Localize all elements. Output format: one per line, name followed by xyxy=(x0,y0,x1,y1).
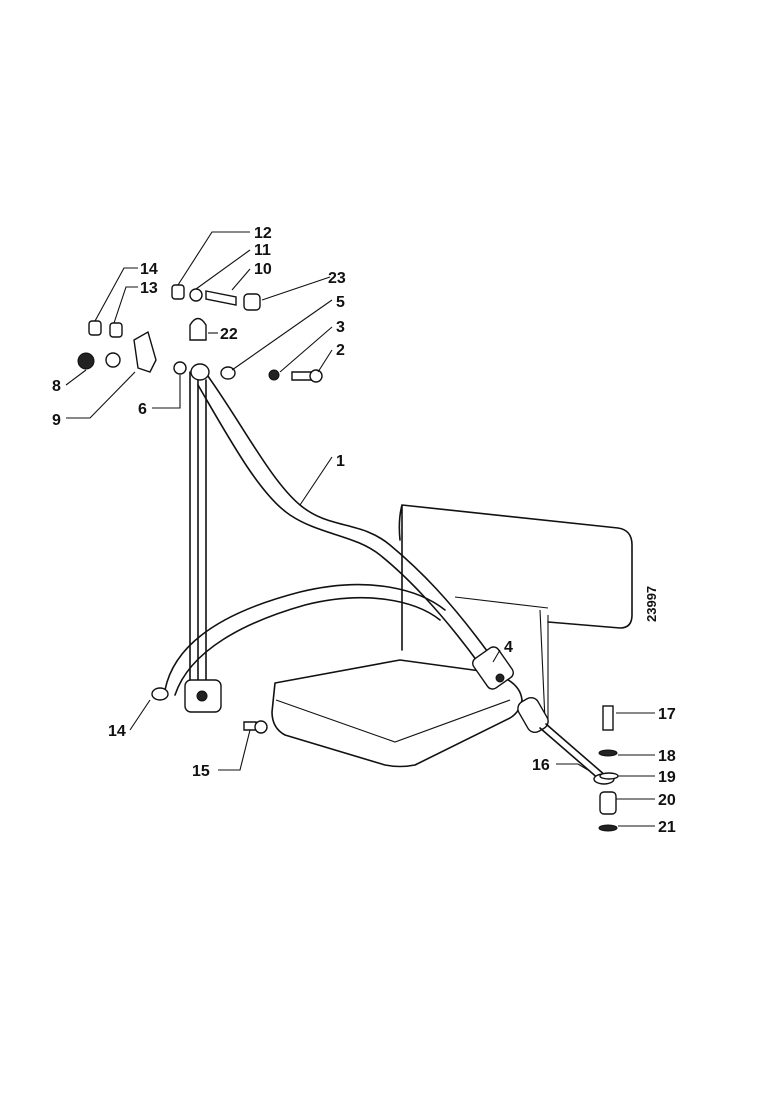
washer-19 xyxy=(599,772,619,780)
leader-10 xyxy=(231,268,251,291)
leader-23 xyxy=(261,276,331,301)
spacer-12 xyxy=(171,284,185,300)
shoulder-belt-edge-a xyxy=(204,371,491,656)
seat-cushion-edge xyxy=(275,699,511,743)
bolt-15-head xyxy=(254,720,268,734)
callout-16: 16 xyxy=(532,757,550,774)
washer-3 xyxy=(268,369,280,381)
leader-14a xyxy=(94,267,138,322)
washer-11 xyxy=(189,288,203,302)
buckle-cable xyxy=(539,723,607,781)
leader-15 xyxy=(218,729,251,771)
bolt-shank-2 xyxy=(291,371,313,381)
nut-8 xyxy=(77,352,95,370)
callout-18: 18 xyxy=(658,748,676,765)
spacer-6 xyxy=(173,361,187,375)
spacer-20 xyxy=(599,791,617,815)
upper-anchor-ring xyxy=(190,363,210,381)
callout-13: 13 xyxy=(140,280,158,297)
bracket-9 xyxy=(133,330,157,373)
callout-3: 3 xyxy=(336,319,345,336)
lap-belt-edge-b xyxy=(174,597,441,696)
lower-bolt-parts xyxy=(243,720,268,734)
callout-22: 22 xyxy=(220,326,238,343)
seat-backrest xyxy=(398,504,633,651)
shoulder-belt xyxy=(197,371,514,690)
leader-4 xyxy=(492,649,501,663)
leader-1 xyxy=(299,456,333,506)
callout-9: 9 xyxy=(52,412,61,429)
drawing-reference-number: 23997 xyxy=(644,586,659,622)
washer-18 xyxy=(598,749,618,757)
callout-5: 5 xyxy=(336,294,345,311)
leader-16 xyxy=(556,763,589,771)
leader-6 xyxy=(152,375,181,409)
washer-9 xyxy=(105,352,121,368)
seat-drawing xyxy=(271,504,633,768)
pillar xyxy=(184,371,222,713)
callout-14-top: 14 xyxy=(140,261,158,278)
leader-8 xyxy=(65,369,87,386)
callout-1: 1 xyxy=(336,453,345,470)
callout-14-bottom: 14 xyxy=(108,723,126,740)
leader-9 xyxy=(66,371,136,419)
spacer-14 xyxy=(88,320,102,336)
leader-12 xyxy=(177,231,250,286)
callout-11: 11 xyxy=(254,242,271,259)
callout-15: 15 xyxy=(192,763,210,780)
lower-anchor-bolt xyxy=(196,690,208,702)
callout-21: 21 xyxy=(658,819,676,836)
leader-13 xyxy=(113,286,138,324)
bushing-23 xyxy=(243,293,261,311)
bolt-15 xyxy=(243,721,257,731)
seat-backrest-inner xyxy=(454,596,549,722)
washer-5 xyxy=(220,366,236,380)
buckle xyxy=(517,697,549,733)
lap-belt-edge-a xyxy=(164,583,446,691)
tongue-slot xyxy=(495,673,505,683)
leader-14b xyxy=(129,699,151,731)
callout-6: 6 xyxy=(138,401,147,418)
callout-10: 10 xyxy=(254,261,272,278)
lap-belt xyxy=(151,583,446,701)
leader-5 xyxy=(231,299,333,371)
callout-8: 8 xyxy=(52,378,61,395)
bolt-10 xyxy=(205,290,237,306)
bolt-17 xyxy=(602,705,614,731)
callout-17: 17 xyxy=(658,706,676,723)
anchor-cover-22 xyxy=(189,317,207,341)
leader-lines xyxy=(65,231,655,827)
callout-19: 19 xyxy=(658,769,676,786)
washer-21 xyxy=(598,824,618,832)
leader-11 xyxy=(195,249,251,290)
leader-2 xyxy=(317,349,333,373)
buckle-stalk xyxy=(517,697,615,785)
bolt-head-2 xyxy=(309,369,323,383)
pillar-rail xyxy=(189,371,207,701)
callout-4: 4 xyxy=(504,639,513,656)
leader-3 xyxy=(279,326,333,373)
buckle-mount-parts xyxy=(598,705,619,832)
callout-23: 23 xyxy=(328,270,346,287)
callout-labels: 1 2 3 4 5 6 8 9 10 11 12 13 14 14 15 16 … xyxy=(52,225,676,836)
upper-anchor-parts xyxy=(77,284,323,383)
shoulder-belt-edge-b xyxy=(197,384,481,666)
callout-2: 2 xyxy=(336,342,345,359)
callout-12: 12 xyxy=(254,225,272,242)
washer-13 xyxy=(109,322,123,338)
lap-anchor-nut xyxy=(151,687,169,701)
callout-20: 20 xyxy=(658,792,676,809)
